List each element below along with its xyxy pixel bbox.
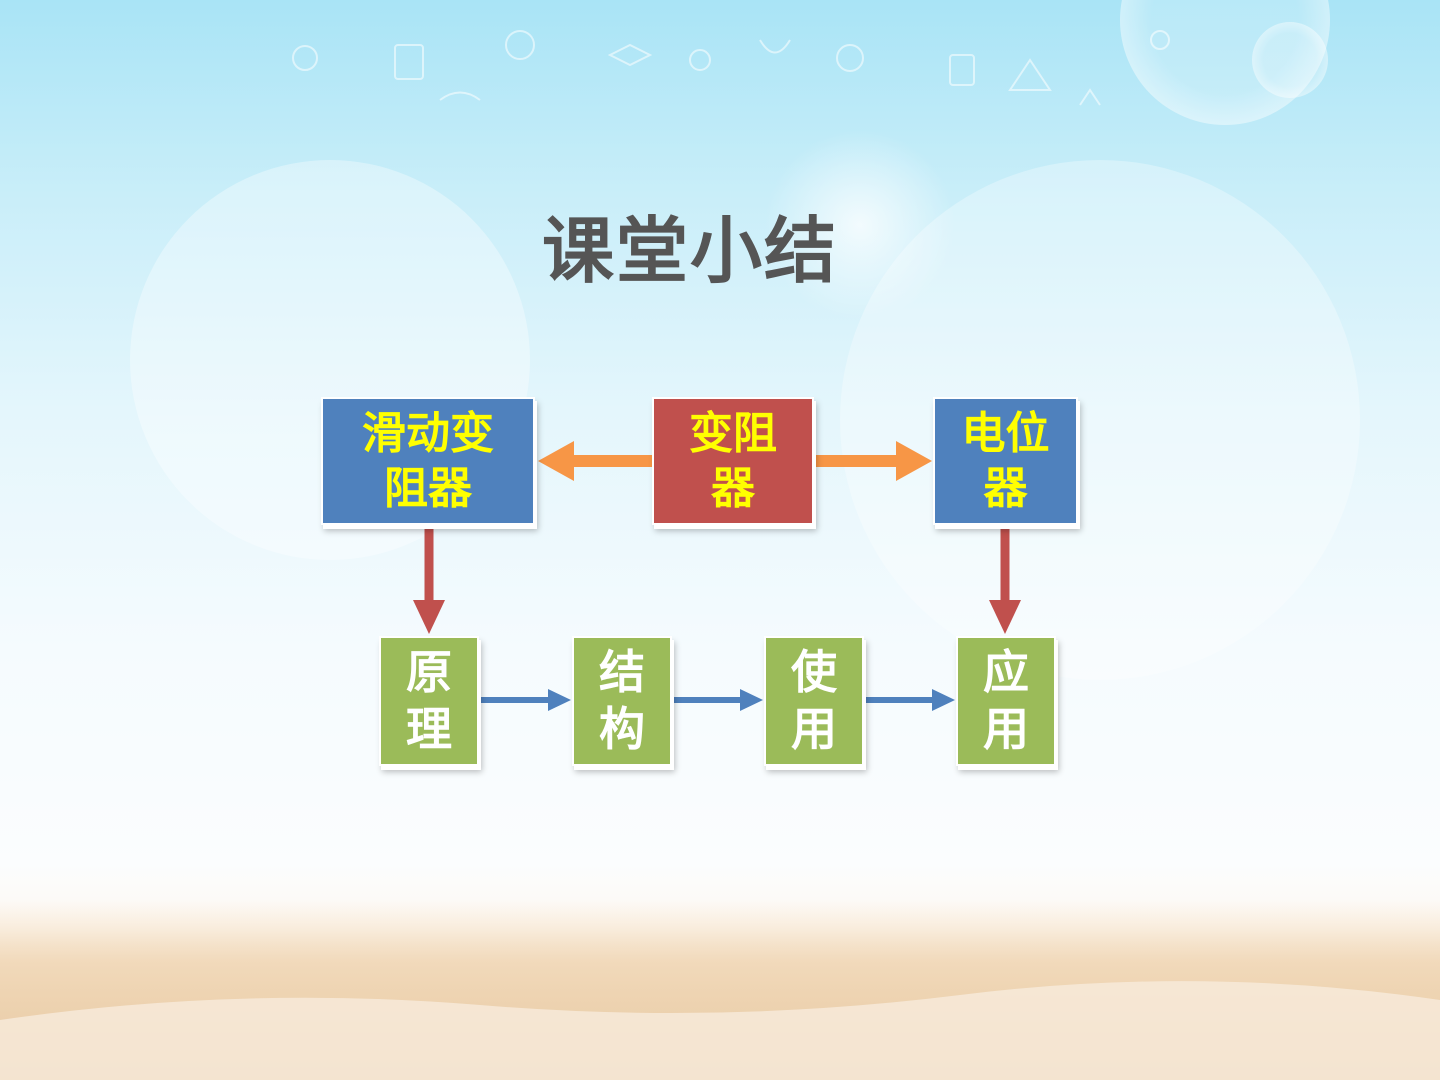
node-application-label: 应 用 bbox=[983, 644, 1029, 757]
node-usage: 使 用 bbox=[764, 636, 864, 766]
sun-glow bbox=[765, 130, 955, 320]
node-slide-rheostat: 滑动变 阻器 bbox=[321, 397, 535, 525]
page-title: 课堂小结 bbox=[541, 209, 838, 293]
node-potentiometer-label: 电位 器 bbox=[961, 408, 1050, 514]
node-application: 应 用 bbox=[956, 636, 1056, 766]
doodle-icons bbox=[292, 30, 1170, 106]
node-principle: 原 理 bbox=[379, 636, 479, 766]
sand-dune bbox=[0, 981, 1440, 1080]
node-variable-resistor: 变阻 器 bbox=[652, 397, 814, 525]
node-potentiometer: 电位 器 bbox=[933, 397, 1078, 525]
node-structure-label: 结 构 bbox=[599, 644, 645, 757]
node-usage-label: 使 用 bbox=[791, 644, 837, 757]
node-variable-resistor-label: 变阻 器 bbox=[689, 408, 777, 514]
node-slide-rheostat-label: 滑动变 阻器 bbox=[362, 408, 494, 514]
cloud-glow-2 bbox=[840, 160, 1360, 680]
node-structure: 结 构 bbox=[572, 636, 672, 766]
bubble-small bbox=[1252, 22, 1328, 98]
node-principle-label: 原 理 bbox=[406, 644, 452, 757]
